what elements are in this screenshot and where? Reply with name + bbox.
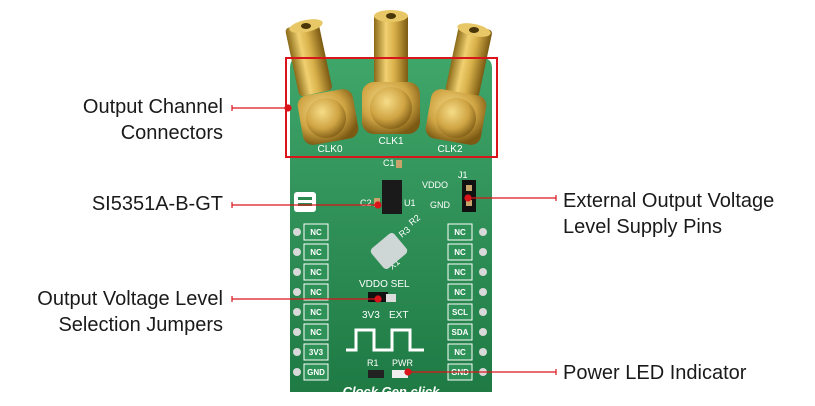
ext-label: EXT <box>389 310 408 321</box>
callout-chip: SI5351A-B-GT <box>91 193 223 215</box>
callout-external-supply-line1: External Output Voltage <box>563 190 775 212</box>
svg-text:NC: NC <box>310 288 322 297</box>
gnd-silk-label: GND <box>430 200 451 210</box>
callout-voltage-selection: Output Voltage Level Selection Jumpers <box>37 286 223 338</box>
connector-clk1 <box>362 10 420 134</box>
right-pin-4: SCL <box>447 303 487 321</box>
svg-text:NC: NC <box>454 268 466 277</box>
pcb-board <box>290 58 492 392</box>
callout-output-channels-line1: Output Channel <box>82 96 223 118</box>
left-pin-header: NC NC NC NC NC NC 3V3 GND <box>293 223 329 381</box>
left-pin-0: NC <box>293 223 329 241</box>
power-led <box>392 370 408 378</box>
callout-output-channels: Output Channel Connectors <box>83 94 223 146</box>
callout-voltage-selection-line2: Selection Jumpers <box>58 314 223 336</box>
c2-label: C2 <box>360 198 372 208</box>
svg-text:NC: NC <box>454 228 466 237</box>
svg-text:3V3: 3V3 <box>309 348 324 357</box>
clk1-label: CLK1 <box>378 136 403 147</box>
left-pin-4: NC <box>293 303 329 321</box>
u1-label: U1 <box>404 198 416 208</box>
right-pin-5: SDA <box>447 323 487 341</box>
svg-text:SCL: SCL <box>452 308 468 317</box>
left-pin-1: NC <box>293 243 329 261</box>
svg-text:NC: NC <box>454 288 466 297</box>
sma-connectors <box>285 10 492 145</box>
callout-external-supply: External Output Voltage Level Supply Pin… <box>563 188 774 240</box>
si5351-chip <box>382 180 402 214</box>
pwr-label: PWR <box>392 358 413 368</box>
clock-wave-icon <box>346 328 424 352</box>
right-pin-0: NC <box>447 223 487 241</box>
mikroe-logo <box>294 192 316 212</box>
board-name-label: Clock Gen click <box>343 384 441 399</box>
svg-text:NC: NC <box>310 308 322 317</box>
svg-text:NC: NC <box>310 268 322 277</box>
right-pin-3: NC <box>447 283 487 301</box>
svg-text:NC: NC <box>454 248 466 257</box>
svg-text:NC: NC <box>310 228 322 237</box>
leader-lines <box>231 104 557 376</box>
left-pin-7: GND <box>293 363 329 381</box>
callout-output-channels-line2: Connectors <box>120 122 223 144</box>
j1-label: J1 <box>458 170 468 180</box>
connector-clk2 <box>425 23 492 145</box>
c1-label: C1 <box>383 158 395 168</box>
left-pin-3: NC <box>293 283 329 301</box>
vddo-sel-label: VDDO SEL <box>359 279 410 290</box>
svg-text:NC: NC <box>454 348 466 357</box>
vddo-label: VDDO <box>422 180 448 190</box>
r1-label: R1 <box>367 358 379 368</box>
left-pin-5: NC <box>293 323 329 341</box>
clk2-label: CLK2 <box>437 144 462 155</box>
right-pin-1: NC <box>447 243 487 261</box>
svg-text:GND: GND <box>307 368 325 377</box>
callout-voltage-selection-line1: Output Voltage Level <box>37 288 223 310</box>
right-pin-2: NC <box>447 263 487 281</box>
svg-text:NC: NC <box>310 248 322 257</box>
clk0-label: CLK0 <box>317 144 342 155</box>
connector-clk0 <box>285 19 359 145</box>
left-pin-6: 3V3 <box>293 343 329 361</box>
callout-power-led: Power LED Indicator <box>563 362 747 384</box>
v3v3-label: 3V3 <box>362 310 380 321</box>
svg-text:NC: NC <box>310 328 322 337</box>
left-pin-2: NC <box>293 263 329 281</box>
callout-external-supply-line2: Level Supply Pins <box>563 216 722 238</box>
right-pin-6: NC <box>447 343 487 361</box>
crystal <box>370 233 408 269</box>
svg-text:SDA: SDA <box>452 328 469 337</box>
right-pin-header: NC NC NC NC SCL SDA NC GND <box>447 223 487 381</box>
